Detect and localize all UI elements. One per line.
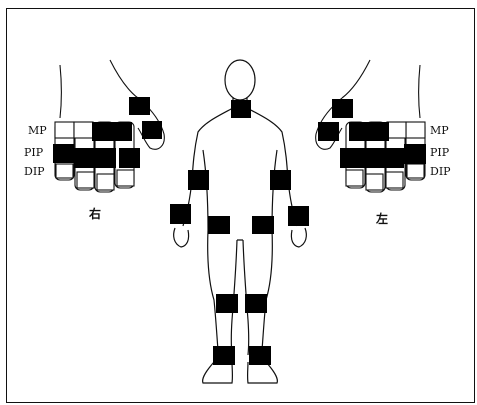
left-pip-label: PIP (430, 147, 449, 159)
joint-right-wrist (170, 204, 191, 224)
joint-left-ankle (249, 346, 271, 365)
right-hand-outline (174, 228, 189, 247)
joint-left-hip (252, 216, 274, 234)
left-mp-2 (387, 122, 406, 138)
joint-neck (231, 100, 251, 118)
joint-left-wrist (288, 206, 309, 226)
right-thumb-mp (142, 121, 162, 139)
right-mp-1 (55, 122, 74, 138)
right-wrist-lines (60, 60, 138, 118)
joint-right-hip (208, 216, 230, 234)
right-mp-3 (92, 122, 112, 141)
joint-right-elbow (188, 170, 209, 190)
right-pip-3 (94, 148, 116, 168)
left-dip-4 (346, 170, 363, 186)
right-dip-label: DIP (24, 166, 45, 178)
right-dip-2 (77, 172, 94, 188)
joint-right-knee (216, 294, 238, 313)
right-mp-label: MP (28, 125, 47, 137)
right-mp-2 (74, 122, 93, 138)
left-thumb-ip (332, 99, 353, 118)
torso-outline (183, 108, 297, 355)
left-side-label: 左 (376, 210, 388, 227)
right-side-label: 右 (89, 205, 101, 222)
left-dip-3 (366, 174, 383, 190)
left-mp-1 (406, 122, 425, 138)
head (225, 60, 255, 100)
left-pip-4 (404, 144, 426, 164)
right-pip-label: PIP (24, 147, 43, 159)
right-dip-1 (56, 164, 73, 178)
left-thumb-mp (318, 122, 339, 141)
joint-left-knee (245, 294, 267, 313)
joint-markers (53, 97, 426, 365)
right-foot-outline (203, 362, 233, 383)
right-thumb-ip (129, 97, 150, 115)
right-dip-4 (117, 170, 134, 186)
left-dip-2 (386, 172, 403, 188)
right-mp-4 (112, 122, 132, 141)
left-hand-outline (291, 228, 306, 247)
right-pip-1 (53, 144, 74, 163)
joint-right-ankle (213, 346, 235, 365)
left-dip-1 (407, 164, 424, 178)
left-mp-label: MP (430, 125, 449, 137)
right-dip-3 (97, 174, 114, 190)
left-mp-3 (349, 122, 370, 141)
left-pip-1 (340, 148, 361, 168)
left-pip-3 (382, 148, 404, 168)
left-dip-label: DIP (430, 166, 451, 178)
left-mp-4 (368, 122, 389, 141)
right-pip-2 (74, 148, 95, 168)
left-wrist-lines (342, 60, 420, 118)
right-pip-4 (119, 148, 140, 168)
left-pip-2 (360, 148, 382, 168)
left-foot-outline (248, 362, 278, 383)
joint-left-elbow (270, 170, 291, 190)
